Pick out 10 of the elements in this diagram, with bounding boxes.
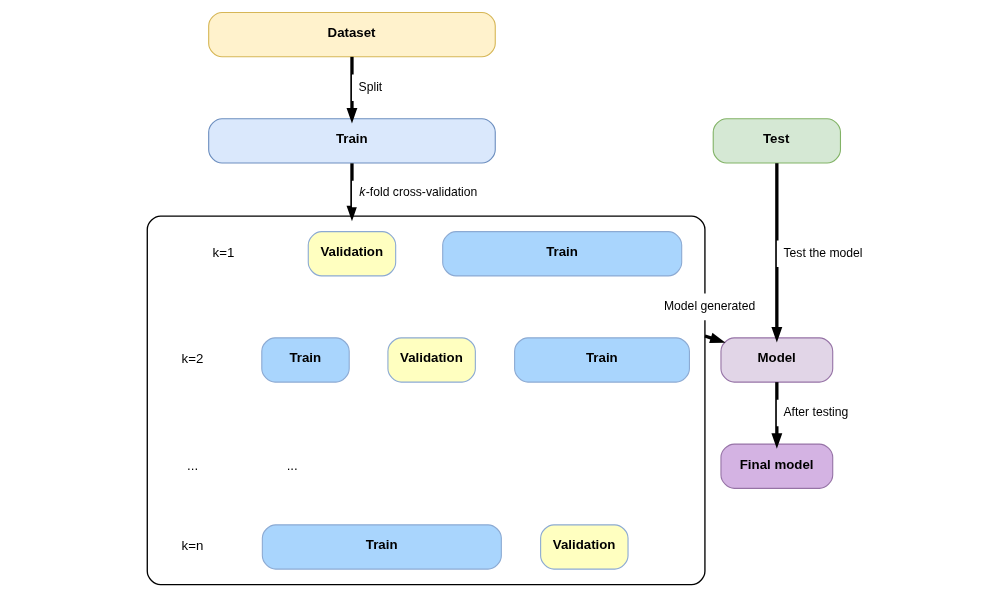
label: ... (187, 457, 199, 473)
edge-label: After testing (783, 405, 849, 420)
label: k=n (181, 538, 204, 554)
label: k=2 (181, 351, 204, 367)
label: ... (286, 457, 298, 473)
edge-label: Split (358, 79, 383, 94)
edge-label: Test the model (783, 245, 863, 260)
label: k=1 (212, 245, 235, 261)
edge-label: k-fold cross-validation (359, 185, 478, 200)
edge-label: Model generated (663, 298, 756, 313)
